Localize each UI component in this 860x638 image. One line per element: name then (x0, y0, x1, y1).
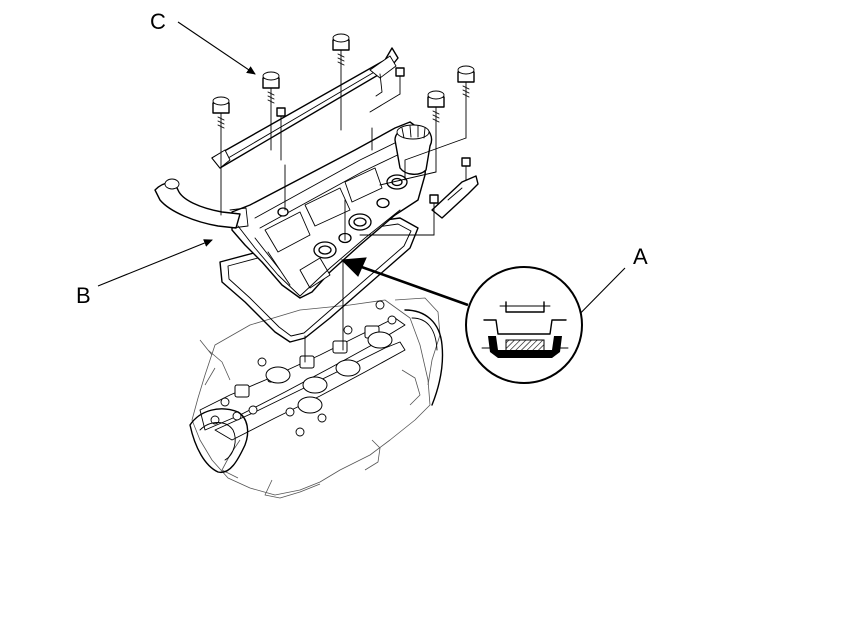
cylinder-head-cover (154, 121, 479, 299)
label-c: C (150, 9, 166, 34)
label-b: B (76, 283, 91, 308)
bolts (212, 33, 475, 241)
leader-lines (97, 21, 626, 335)
cylinder-head (189, 297, 444, 499)
label-a: A (633, 244, 648, 269)
gasket-b (219, 217, 419, 363)
detail-view-a (465, 266, 583, 384)
